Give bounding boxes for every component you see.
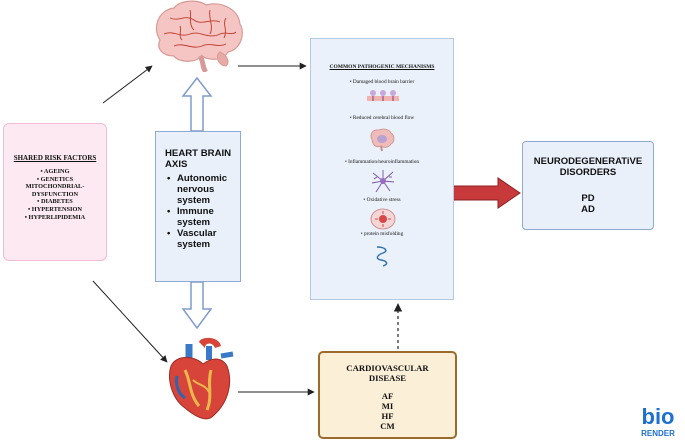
axis-title-line1: HEART BRAIN bbox=[165, 148, 232, 159]
arrow-risk-to-heart bbox=[92, 280, 168, 363]
neuro-list: PD AD bbox=[523, 193, 653, 215]
hollow-arrow-up bbox=[181, 76, 213, 132]
brain-icon bbox=[155, 0, 243, 72]
risk-factor-item: • HYPERLIPIDEMIA bbox=[24, 213, 86, 221]
arrow-risk-to-brain bbox=[102, 65, 153, 104]
logo-word-text: RENDER bbox=[641, 429, 675, 438]
neuro-item: AD bbox=[581, 204, 595, 215]
biorender-logo-mark: bio RENDER bbox=[641, 404, 675, 438]
axis-title-line2: AXIS bbox=[165, 159, 188, 170]
risk-factor-item: MITOCHONDRIAL- bbox=[25, 183, 85, 191]
shared-risk-factors-box: SHARED RISK FACTORS • AGEING • GENETICS … bbox=[3, 123, 107, 261]
risk-factors-title: SHARED RISK FACTORS bbox=[13, 154, 97, 162]
axis-item: Immune system bbox=[167, 206, 239, 228]
risk-factor-item: • HYPERTENSION bbox=[28, 205, 82, 213]
mechanism-item: • protein misfolding bbox=[360, 231, 404, 237]
heart-icon bbox=[169, 337, 234, 420]
risk-factor-item: DYSFUNCTION bbox=[31, 190, 79, 198]
oxidative-stress-icon bbox=[370, 208, 396, 230]
mechanism-item: • Oxidative stress bbox=[363, 197, 401, 203]
neuro-title: NEURODEGENERATiVE DISORDERS bbox=[523, 156, 653, 178]
mechanism-item: • Reduced cerebral blood flow bbox=[349, 115, 415, 121]
red-arrow-to-neuro bbox=[452, 177, 521, 209]
neurodegenerative-disorders-box: NEURODEGENERATiVE DISORDERS PD AD bbox=[522, 141, 654, 230]
cvd-item: MI bbox=[381, 401, 394, 411]
cvd-title-line1: CARDIOVASCULAR bbox=[346, 363, 429, 373]
biorender-logo: bio RENDER bbox=[633, 400, 683, 440]
mechanism-item: • Damaged blood brain barrier bbox=[349, 79, 415, 85]
axis-item: Vascular system bbox=[167, 228, 239, 250]
risk-factors-list: • AGEING • GENETICS MITOCHONDRIAL- DYSFU… bbox=[4, 168, 106, 221]
axis-list: Autonomic nervous system Immune system V… bbox=[167, 173, 239, 250]
brain-small-icon bbox=[370, 128, 395, 152]
heart-brain-axis-box: HEART BRAIN AXIS Autonomic nervous syste… bbox=[155, 131, 241, 282]
blood-brain-barrier-icon bbox=[367, 90, 399, 101]
logo-mark-text: bio bbox=[642, 404, 675, 429]
cvd-item: HF bbox=[381, 411, 394, 421]
risk-factor-item: • AGEING bbox=[40, 168, 70, 175]
protein-icon bbox=[376, 246, 388, 267]
cvd-list: AF MI HF CM bbox=[320, 391, 455, 431]
hollow-arrow-down bbox=[181, 281, 213, 330]
axis-item: Autonomic nervous system bbox=[167, 173, 239, 206]
neuro-item: PD bbox=[581, 193, 595, 204]
risk-factor-item: • DIABETES bbox=[37, 198, 73, 206]
mechanisms-title: COMMON PATHOGENIC MECHANISMS bbox=[329, 64, 435, 70]
neuro-title-line1: NEURODEGENERATiVE bbox=[533, 156, 643, 167]
risk-factor-item: • GENETICS bbox=[36, 175, 74, 183]
pathogenic-mechanisms-box: COMMON PATHOGENIC MECHANISMS • Damaged b… bbox=[310, 38, 454, 300]
cvd-title-line2: DISEASE bbox=[368, 373, 407, 383]
cvd-item: CM bbox=[380, 421, 395, 431]
mechanism-item: • Inflammation/neuroinflammation bbox=[344, 159, 420, 165]
neuro-title-line2: DISORDERS bbox=[559, 167, 617, 178]
cvd-item: AF bbox=[381, 391, 394, 401]
microglia-icon bbox=[371, 170, 395, 193]
cvd-title: CARDIOVASCULAR DISEASE bbox=[320, 363, 455, 383]
axis-title: HEART BRAIN AXIS bbox=[165, 148, 237, 170]
cardiovascular-disease-box: CARDIOVASCULAR DISEASE AF MI HF CM bbox=[318, 351, 457, 439]
